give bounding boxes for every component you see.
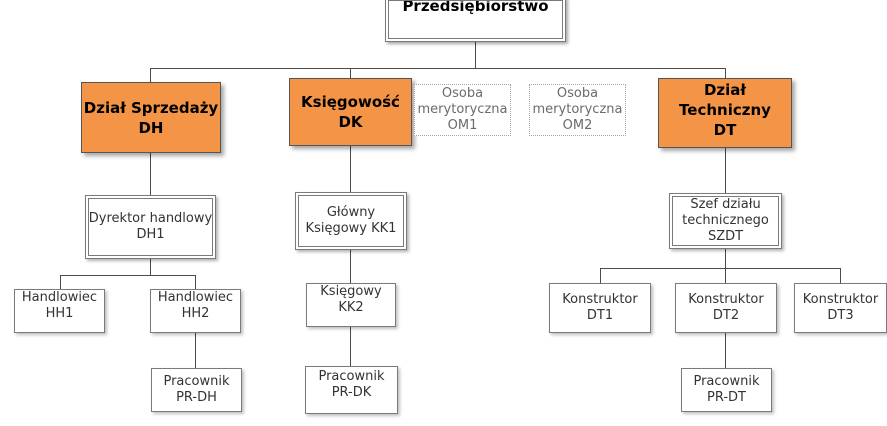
- node-label: Handlowiec HH2: [157, 290, 234, 321]
- node-label: Pracownik PR-DK: [318, 369, 385, 400]
- node-label: Konstruktor DT3: [802, 292, 879, 323]
- node-osoba-merytoryczna-om2: Osoba merytoryczna OM2: [529, 84, 626, 136]
- node-label: Konstruktor DT1: [562, 292, 638, 323]
- node-dzial-sprzedazy: Dział Sprzedaży DH: [81, 82, 221, 153]
- node-dzial-techniczny: Dział Techniczny DT: [658, 78, 792, 148]
- node-pracownik-pr-dt: Pracownik PR-DT: [681, 368, 772, 412]
- node-label: Konstruktor DT2: [688, 292, 764, 323]
- node-pracownik-pr-dh: Pracownik PR-DH: [151, 368, 242, 412]
- node-szef-dzialu-technicznego: Szef działu technicznego SZDT: [669, 193, 782, 249]
- node-label: Dyrektor handlowy DH1: [88, 211, 213, 242]
- node-label: Księgowy KK2: [320, 284, 382, 315]
- node-ksiegowy-kk2: Księgowy KK2: [306, 283, 396, 327]
- node-konstruktor-dt2: Konstruktor DT2: [675, 283, 777, 333]
- node-konstruktor-dt3: Konstruktor DT3: [794, 283, 887, 333]
- node-label: Dział Techniczny DT: [679, 81, 771, 139]
- node-przedsiebiorstwo: Przedsiębiorstwo: [385, 0, 566, 42]
- node-label: Osoba merytoryczna OM1: [417, 86, 508, 133]
- node-handlowiec-hh1: Handlowiec HH1: [14, 289, 105, 333]
- node-dyrektor-handlowy: Dyrektor handlowy DH1: [85, 195, 216, 259]
- node-glowny-ksiegowy: Główny Księgowy KK1: [295, 192, 407, 250]
- node-label: Księgowość DK: [301, 93, 400, 131]
- node-osoba-merytoryczna-om1: Osoba merytoryczna OM1: [414, 84, 511, 136]
- node-label: Szef działu technicznego SZDT: [682, 197, 769, 244]
- node-label: Pracownik PR-DH: [163, 374, 230, 405]
- node-ksiegowosc: Księgowość DK: [289, 78, 412, 146]
- node-label: Osoba merytoryczna OM2: [532, 86, 623, 133]
- node-label: Dział Sprzedaży DH: [83, 98, 219, 137]
- node-handlowiec-hh2: Handlowiec HH2: [150, 289, 241, 333]
- node-konstruktor-dt1: Konstruktor DT1: [549, 283, 651, 333]
- node-label: Przedsiębiorstwo: [402, 0, 549, 15]
- node-label: Główny Księgowy KK1: [305, 205, 397, 236]
- node-pracownik-pr-dk: Pracownik PR-DK: [305, 366, 398, 414]
- node-label: Pracownik PR-DT: [693, 374, 760, 405]
- node-label: Handlowiec HH1: [21, 290, 98, 321]
